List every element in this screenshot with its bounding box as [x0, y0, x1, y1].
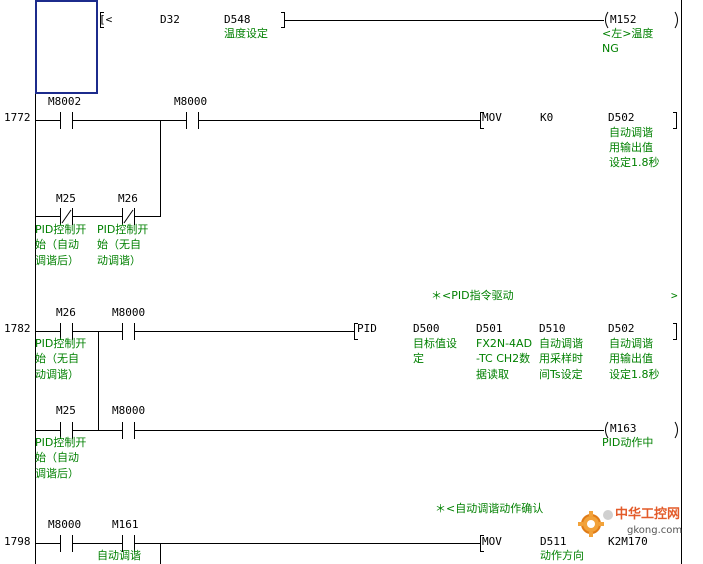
d501-comment-line3: 据读取: [476, 368, 509, 381]
m25-1782-comment-line1: PID控制开: [35, 436, 87, 449]
pid-header-comment: ＊<PID指令驱动: [431, 289, 514, 302]
d501-comment-line1: FX2N-4AD: [476, 337, 533, 350]
contact-m8002[interactable]: M8002: [48, 95, 82, 108]
mov-arg-k2m170[interactable]: K2M170: [608, 535, 648, 548]
step-number-1782: 1782: [4, 322, 31, 335]
m26-comment-line1: PID控制开: [97, 223, 149, 236]
coil-m163[interactable]: M163: [610, 422, 637, 435]
d501-comment-line2: -TC CH2数: [476, 352, 531, 365]
m26-1782-comment-line3: 动调谐）: [35, 368, 79, 381]
coil-m163-comment: PID动作中: [602, 436, 654, 449]
autotune-header-comment: ＊<自动调谐动作确认: [435, 502, 544, 515]
m25-comment-line3: 调谐后）: [35, 254, 79, 267]
rung-top-compare: [100, 11, 678, 29]
pid-arg-d510[interactable]: D510: [539, 322, 566, 335]
contact-m25-1772[interactable]: M25: [56, 192, 76, 205]
d502-comment-line3: 设定1.8秒: [609, 156, 660, 169]
compare-bracket: [<: [99, 13, 113, 26]
m25-comment-line1: PID控制开: [35, 223, 87, 236]
mov-arg-k0[interactable]: K0: [540, 111, 554, 124]
contact-m25-1782[interactable]: M25: [56, 404, 76, 417]
selection-cursor[interactable]: [35, 0, 98, 94]
d510-comment-line1: 自动调谐: [539, 337, 583, 350]
coil-m152[interactable]: M152: [610, 13, 637, 26]
m161-comment: 自动调谐: [97, 549, 141, 562]
step-number-1772: 1772: [4, 111, 31, 124]
instr-mov-1772[interactable]: MOV: [482, 111, 502, 124]
watermark-url: gkong.com: [627, 525, 683, 536]
pid-arg-d502[interactable]: D502: [608, 322, 635, 335]
contact-m8000-1782-b[interactable]: M8000: [112, 404, 146, 417]
pid-arg-d501[interactable]: D501: [476, 322, 503, 335]
contact-m8000-1772[interactable]: M8000: [174, 95, 208, 108]
coil-m152-comment-1: <左>温度: [602, 27, 654, 40]
coil-m152-comment-2: NG: [602, 42, 619, 55]
mov-arg-d511[interactable]: D511: [540, 535, 567, 548]
m25-comment-line2: 始（自动: [35, 238, 79, 251]
d510-comment-line2: 用采样时: [539, 352, 583, 365]
m26-comment-line3: 动调谐）: [97, 254, 141, 267]
watermark-text: 中华工控网: [615, 507, 681, 522]
d502-comment-line1: 自动调谐: [609, 126, 653, 139]
instr-pid[interactable]: PID: [357, 322, 377, 335]
d502-comment-line2: 用输出值: [609, 141, 653, 154]
d502-1782-comment-line1: 自动调谐: [609, 337, 653, 350]
contact-m26-1772[interactable]: M26: [118, 192, 138, 205]
m25-1782-comment-line2: 始（自动: [35, 451, 79, 464]
contact-m26-1782[interactable]: M26: [56, 306, 76, 319]
contact-m161[interactable]: M161: [112, 518, 139, 531]
contact-m8000-1782[interactable]: M8000: [112, 306, 146, 319]
compare-operand-2-comment: 温度设定: [224, 27, 268, 40]
compare-operand-1[interactable]: D32: [160, 13, 180, 26]
rung-1798: [36, 535, 484, 564]
m26-comment-line2: 始（无自: [97, 238, 141, 251]
d510-comment-line3: 间Ts设定: [539, 368, 583, 381]
gear-icon: [578, 510, 613, 537]
m26-1782-comment-line2: 始（无自: [35, 352, 79, 365]
step-number-1798: 1798: [4, 535, 31, 548]
contact-m8000-1798[interactable]: M8000: [48, 518, 82, 531]
m26-1782-comment-line1: PID控制开: [35, 337, 87, 350]
compare-operand-2[interactable]: D548: [224, 13, 251, 26]
instr-mov-1798[interactable]: MOV: [482, 535, 502, 548]
pid-arg-d500[interactable]: D500: [413, 322, 440, 335]
rung-1782: [36, 323, 678, 439]
d500-comment-line1: 目标值设: [413, 337, 457, 350]
gkong-watermark: 中华工控网 gkong.com: [575, 506, 697, 542]
d502-1782-comment-line3: 设定1.8秒: [609, 368, 660, 381]
rung-1772: [36, 112, 677, 225]
d511-comment: 动作方向: [540, 549, 584, 562]
mov-arg-d502[interactable]: D502: [608, 111, 635, 124]
header-arrow-1782: >: [671, 289, 678, 302]
d502-1782-comment-line2: 用输出值: [609, 352, 653, 365]
d500-comment-line2: 定: [413, 352, 424, 365]
m25-1782-comment-line3: 调谐后）: [35, 467, 79, 480]
